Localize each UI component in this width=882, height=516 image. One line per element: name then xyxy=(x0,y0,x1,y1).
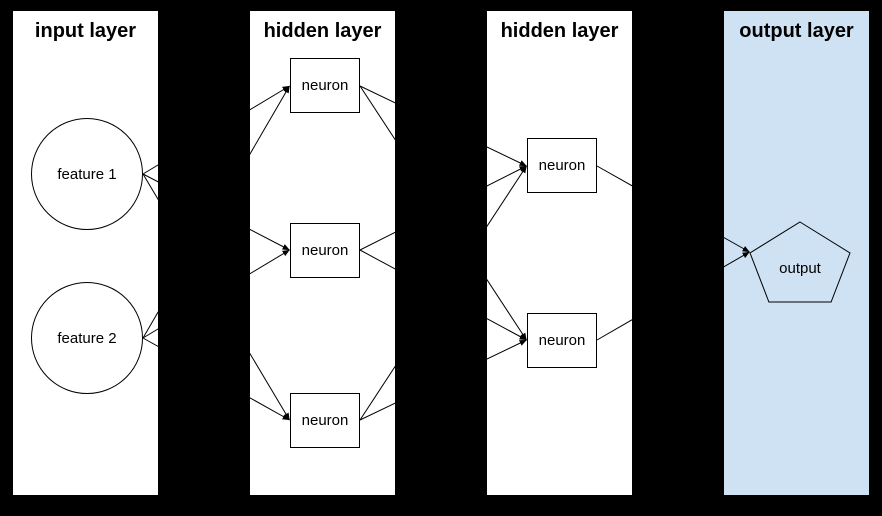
hidden-layer-1-title: hidden layer xyxy=(263,20,382,42)
pentagon-shape xyxy=(749,221,851,303)
node-feature-2-label: feature 2 xyxy=(57,329,117,347)
node-hidden1-neuron-2: neuron xyxy=(290,223,360,278)
node-hidden2-neuron-1: neuron xyxy=(527,138,597,193)
node-feature-2: feature 2 xyxy=(31,282,143,394)
node-hidden1-neuron-2-label: neuron xyxy=(301,242,349,259)
node-hidden1-neuron-1: neuron xyxy=(290,58,360,113)
node-hidden1-neuron-3: neuron xyxy=(290,393,360,448)
node-hidden2-neuron-2: neuron xyxy=(527,313,597,368)
node-feature-1: feature 1 xyxy=(31,118,143,230)
node-output-label: output xyxy=(779,259,821,277)
output-layer-title: output layer xyxy=(739,20,854,42)
node-hidden1-neuron-1-label: neuron xyxy=(301,77,349,94)
panel-gap-cover-2 xyxy=(395,0,487,516)
panel-input-layer: input layer xyxy=(13,11,158,495)
panel-gap-cover-3 xyxy=(632,0,724,516)
node-output-label-wrap: output xyxy=(749,221,851,303)
hidden-layer-2-title: hidden layer xyxy=(500,20,619,42)
input-layer-title: input layer xyxy=(34,20,137,42)
node-hidden2-neuron-2-label: neuron xyxy=(538,332,586,349)
panel-hidden-layer-2: hidden layer xyxy=(487,11,632,495)
node-hidden2-neuron-1-label: neuron xyxy=(538,157,586,174)
node-hidden1-neuron-3-label: neuron xyxy=(301,412,349,429)
node-feature-1-label: feature 1 xyxy=(57,165,117,183)
node-output-pentagon xyxy=(749,221,851,303)
panel-gap-cover-1 xyxy=(158,0,250,516)
